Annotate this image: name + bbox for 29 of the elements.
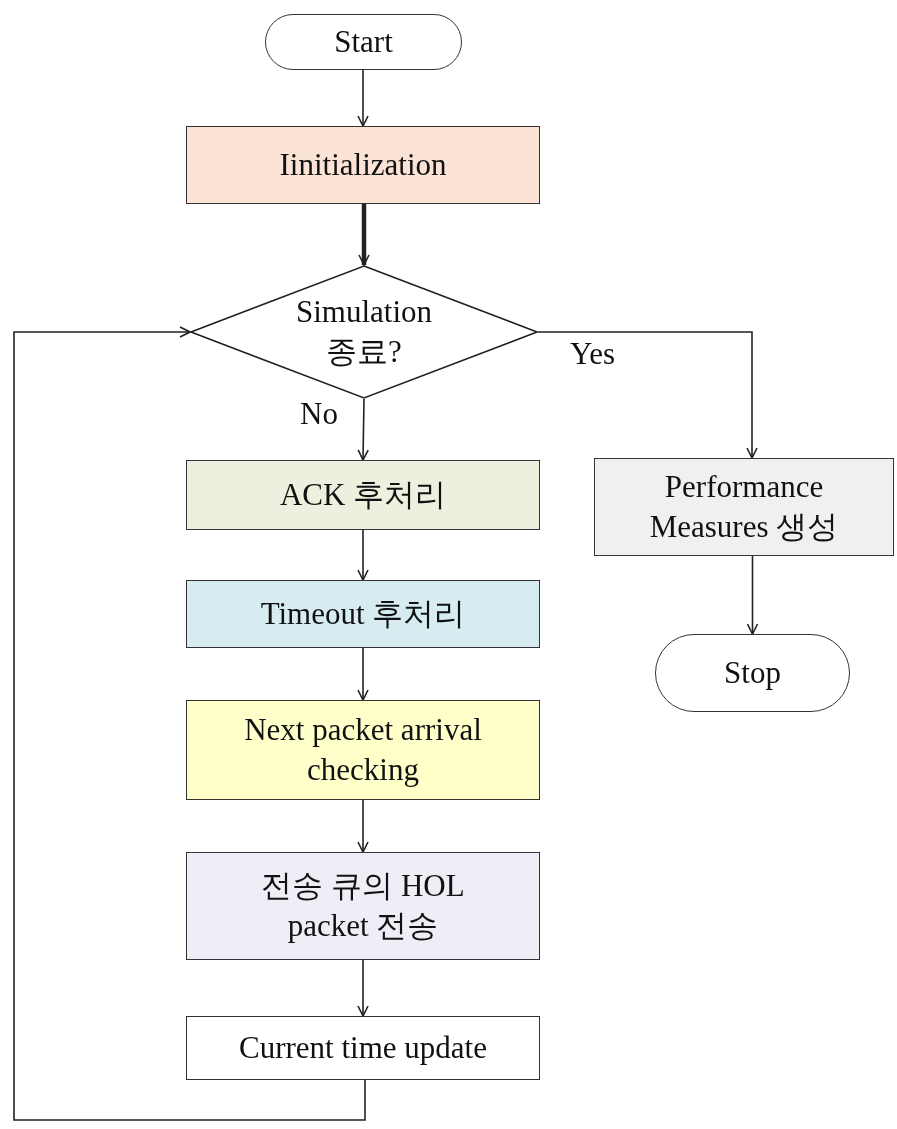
arrow xyxy=(746,555,759,635)
process-box xyxy=(186,580,540,648)
arrow xyxy=(357,959,369,1017)
node-text: Next packet arrival checking xyxy=(243,710,483,789)
node-text: Start xyxy=(334,22,393,61)
process-box xyxy=(594,458,894,556)
node-text: ACK 후처리 xyxy=(279,475,447,514)
arrow xyxy=(357,799,369,853)
arrow xyxy=(357,398,369,461)
node-text: Iinitialization xyxy=(279,145,447,184)
arrow xyxy=(357,529,369,581)
node-text: Performance Measures 생성 xyxy=(648,467,840,546)
process-box xyxy=(186,1016,540,1080)
arrow xyxy=(357,647,369,701)
process-box xyxy=(186,460,540,530)
start-terminal xyxy=(265,14,462,70)
process-box xyxy=(186,700,540,800)
node-text: Timeout 후처리 xyxy=(260,594,466,633)
arrow xyxy=(13,326,366,1121)
arrow xyxy=(357,69,369,127)
arrow xyxy=(537,331,758,459)
decision-diamond xyxy=(190,265,538,399)
node-text: Stop xyxy=(724,653,781,692)
node-text: Current time update xyxy=(239,1028,487,1067)
process-box xyxy=(186,852,540,960)
process-box xyxy=(186,126,540,204)
node-text: 전송 큐의 HOL packet 전송 xyxy=(260,866,466,945)
arrow xyxy=(358,204,370,266)
node-text: Simulation 종료? xyxy=(294,292,434,371)
